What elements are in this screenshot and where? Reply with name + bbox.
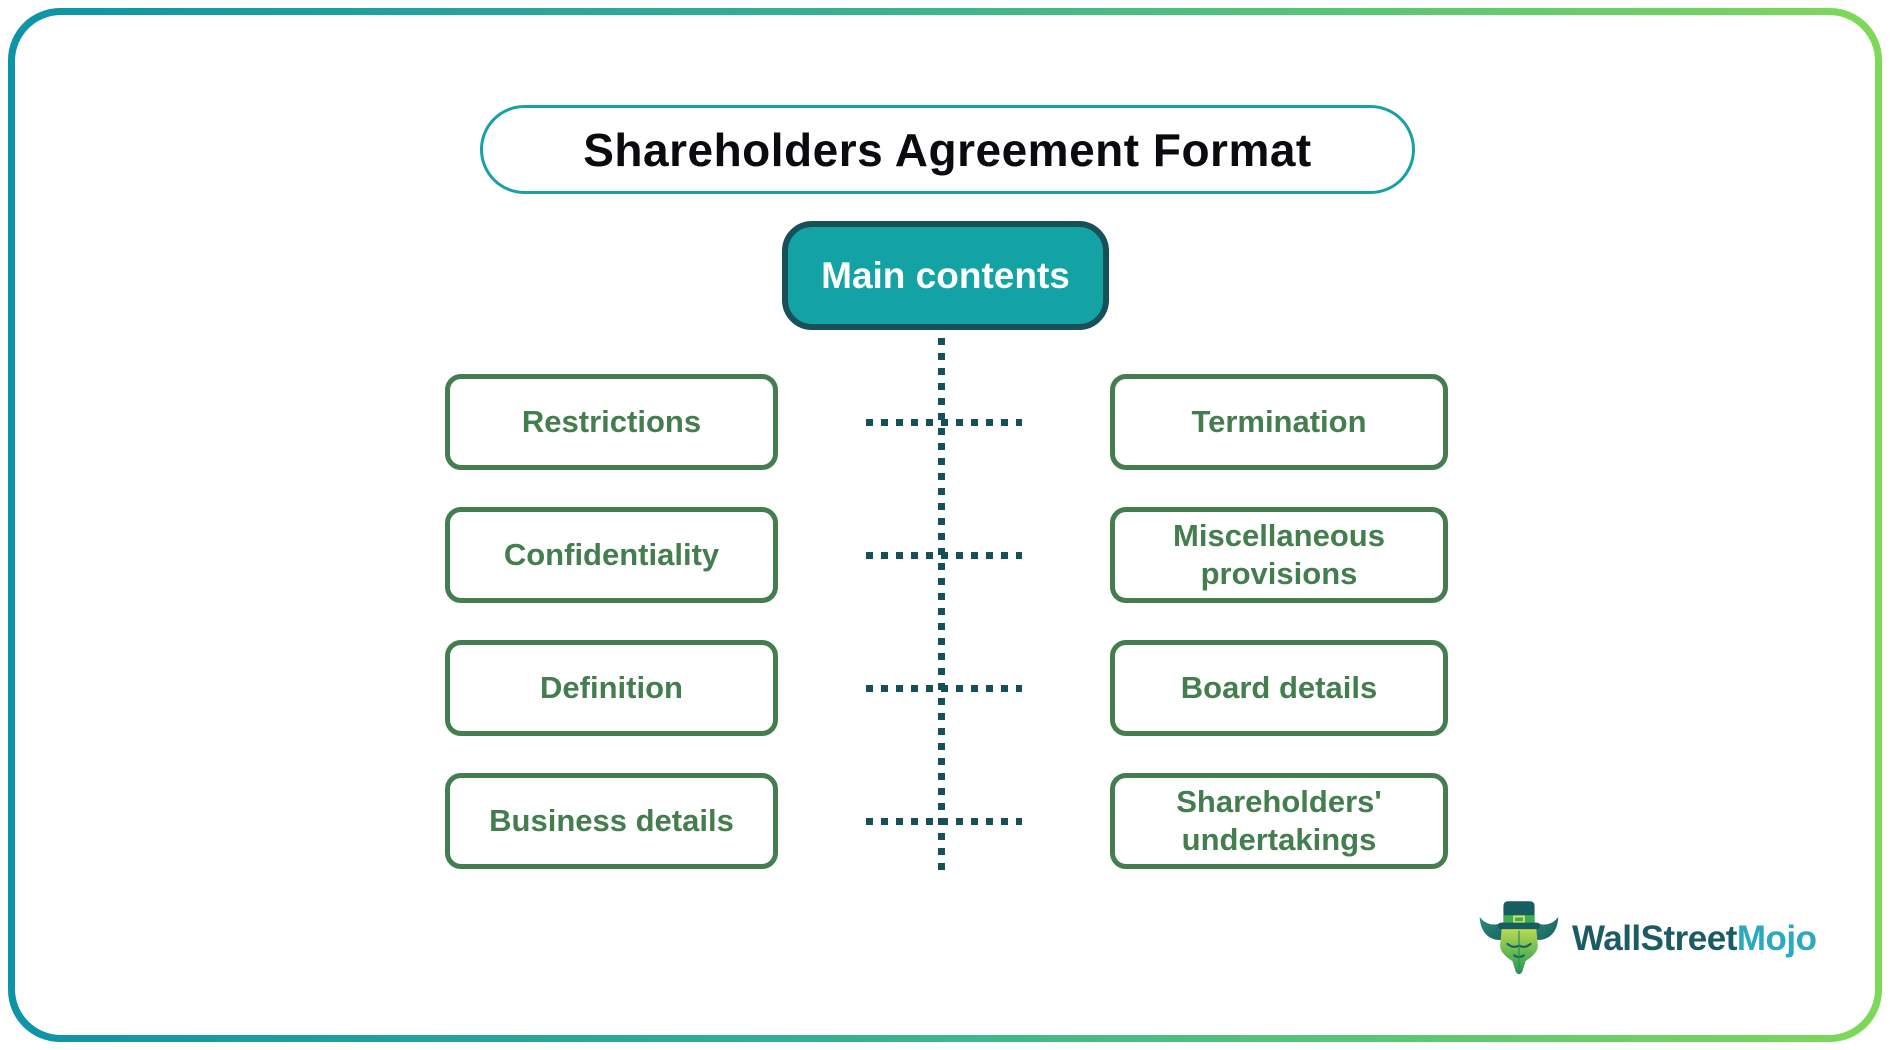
item-box-restrictions: Restrictions: [445, 374, 778, 470]
dotted-connector-row-3: [866, 685, 1022, 692]
wordmark-accent: Mojo: [1736, 919, 1817, 958]
wallstreetmojo-logo: WallStreetMojo: [1478, 898, 1817, 980]
wallstreetmojo-wordmark: WallStreetMojo: [1572, 919, 1817, 959]
diagram-title: Shareholders Agreement Format: [480, 105, 1415, 194]
item-box-shareholders-undertakings: Shareholders' undertakings: [1110, 773, 1448, 869]
item-box-confidentiality: Confidentiality: [445, 507, 778, 603]
main-contents-node: Main contents: [782, 221, 1109, 330]
item-box-business-details: Business details: [445, 773, 778, 869]
item-label: Board details: [1180, 670, 1378, 706]
item-label: Confidentiality: [503, 537, 720, 573]
item-label: Miscellaneous provisions: [1173, 518, 1385, 591]
vertical-dotted-connector: [938, 338, 945, 878]
item-box-board-details: Board details: [1110, 640, 1448, 736]
item-label: Restrictions: [521, 404, 702, 440]
item-box-miscellaneous-provisions: Miscellaneous provisions: [1110, 507, 1448, 603]
item-label: Shareholders' undertakings: [1176, 784, 1382, 857]
item-box-termination: Termination: [1110, 374, 1448, 470]
wallstreetmojo-bull-icon: [1479, 901, 1559, 975]
dotted-connector-row-1: [866, 419, 1022, 426]
main-contents-label: Main contents: [821, 254, 1070, 296]
dotted-connector-row-4: [866, 818, 1022, 825]
item-label: Termination: [1191, 404, 1367, 440]
wordmark-primary: WallStreet: [1572, 919, 1737, 958]
dotted-connector-row-2: [866, 552, 1022, 559]
item-box-definition: Definition: [445, 640, 778, 736]
item-label: Business details: [489, 803, 734, 839]
item-label: Definition: [540, 670, 683, 706]
diagram-title-text: Shareholders Agreement Format: [583, 123, 1312, 176]
